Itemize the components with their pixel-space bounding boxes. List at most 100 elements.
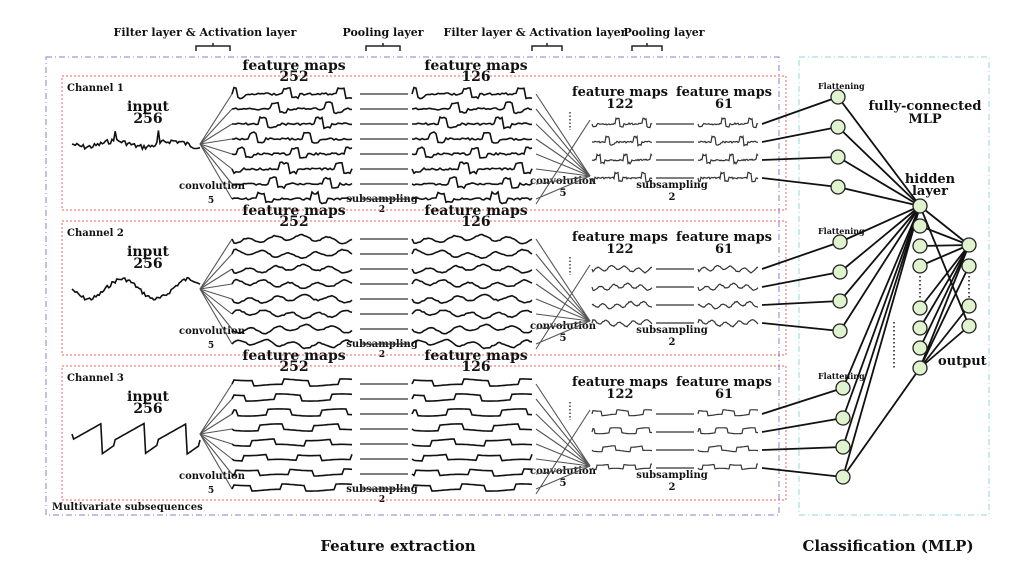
connection-line xyxy=(199,138,233,145)
subsampling-size: 2 xyxy=(379,495,385,505)
feature-map-61 xyxy=(697,409,759,417)
convolution-label: convolution xyxy=(179,471,246,482)
connection-line xyxy=(199,428,233,435)
connection-line xyxy=(199,143,233,185)
hidden-layer-label-line2: layer xyxy=(912,184,948,199)
feature-map-61 xyxy=(698,135,758,147)
feature-map-126 xyxy=(411,393,533,402)
connection-line xyxy=(535,320,591,330)
feature-map-252 xyxy=(231,408,353,417)
feature-maps-size: 252 xyxy=(279,69,308,85)
hidden-node xyxy=(912,258,928,274)
connection-line xyxy=(535,138,591,177)
feature-map-126 xyxy=(411,468,533,477)
connection-line xyxy=(199,143,233,200)
hidden-node xyxy=(912,360,928,376)
input-size: 256 xyxy=(133,401,162,417)
feature-map-122 xyxy=(591,171,653,183)
mlp-connection xyxy=(919,325,970,369)
mlp-connection xyxy=(761,387,844,415)
convolution-size: 5 xyxy=(560,333,567,344)
input-size: 256 xyxy=(133,256,162,272)
subsampling-size: 2 xyxy=(379,205,385,215)
feature-map-126 xyxy=(412,115,533,130)
feature-map-252 xyxy=(231,263,353,275)
feature-map-61 xyxy=(697,282,759,292)
feature-map-126 xyxy=(411,248,533,260)
feature-maps-label: feature maps xyxy=(676,375,772,390)
flattening-node xyxy=(830,179,846,195)
feature-map-122 xyxy=(591,117,653,129)
connection-line xyxy=(199,268,233,290)
feature-map-61 xyxy=(697,463,759,471)
connection-line xyxy=(199,383,233,435)
mlp-connection xyxy=(919,265,970,369)
flattening-node xyxy=(830,119,846,135)
feature-maps-label: feature maps xyxy=(676,230,772,245)
mlp-connection xyxy=(842,205,921,478)
mlp-connection xyxy=(839,205,921,243)
feature-map-252 xyxy=(231,438,353,447)
brace-icon xyxy=(631,43,663,51)
output-label: output xyxy=(938,354,987,369)
output-node xyxy=(961,237,977,253)
connection-line xyxy=(535,413,591,467)
subsampling-label: subsampling xyxy=(636,180,707,191)
connection-line xyxy=(535,409,591,495)
feature-maps-size: 252 xyxy=(279,359,308,375)
connection-line xyxy=(199,238,233,290)
feature-map-61 xyxy=(697,171,759,183)
connection-line xyxy=(535,320,591,345)
feature-map-122 xyxy=(591,445,653,453)
feature-map-126 xyxy=(411,323,533,335)
feature-map-126 xyxy=(411,338,532,350)
convolution-size: 5 xyxy=(208,486,214,496)
convolution-size: 5 xyxy=(208,341,214,351)
connection-line xyxy=(199,433,233,460)
mlp-connection xyxy=(761,417,844,433)
connection-line xyxy=(535,383,591,467)
feature-map-252 xyxy=(231,393,353,402)
feature-map-252 xyxy=(231,190,353,205)
mlp-connection xyxy=(919,244,970,369)
channel-label: Channel 1 xyxy=(67,83,124,94)
feature-maps-size: 122 xyxy=(606,387,633,402)
feature-maps-size: 61 xyxy=(715,97,733,112)
connection-line xyxy=(199,288,233,300)
mlp-connection xyxy=(919,244,970,329)
channel-box xyxy=(61,75,787,211)
connection-line xyxy=(199,288,233,345)
connection-line xyxy=(535,153,591,177)
flattening-node xyxy=(830,149,846,165)
feature-map-122 xyxy=(591,318,653,328)
feature-maps-label: feature maps xyxy=(242,58,345,74)
flattening-node xyxy=(835,439,851,455)
flattening-node xyxy=(832,234,848,250)
feature-map-61 xyxy=(697,318,759,328)
connection-line xyxy=(535,93,591,177)
input-label: input xyxy=(127,389,169,405)
flattening-node xyxy=(830,89,846,105)
filter-layer-label-1: Filter layer & Activation layer xyxy=(114,26,297,39)
connection-line xyxy=(535,168,591,177)
feature-map-252 xyxy=(231,86,353,100)
feature-extraction-label: Feature extraction xyxy=(320,537,475,555)
classification-box xyxy=(798,56,990,516)
mlp-title-line1: fully-connected xyxy=(869,99,982,114)
flattening-node xyxy=(835,380,851,396)
feature-map-122 xyxy=(591,152,653,165)
connection-line xyxy=(199,433,233,445)
subsampling-size: 2 xyxy=(669,337,676,348)
feature-map-126 xyxy=(411,101,533,115)
feature-map-122 xyxy=(591,265,652,274)
connection-line xyxy=(535,119,591,205)
mlp-connection xyxy=(837,156,921,207)
brace-icon xyxy=(531,43,563,51)
feature-map-126 xyxy=(411,408,533,417)
feature-map-122 xyxy=(591,409,653,417)
feature-map-252 xyxy=(231,131,353,144)
convolution-label: convolution xyxy=(530,176,597,187)
feature-maps-label: feature maps xyxy=(424,203,527,219)
hidden-node xyxy=(912,320,928,336)
